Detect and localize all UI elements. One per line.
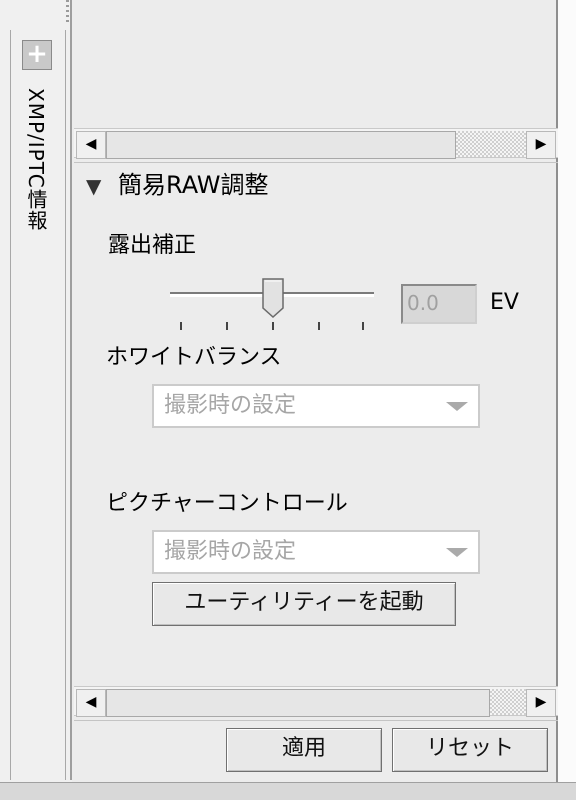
chevron-down-icon[interactable] — [446, 402, 468, 411]
section-divider — [74, 162, 558, 163]
picture-control-selected: 撮影時の設定 — [164, 539, 297, 564]
section-title: 簡易RAW調整 — [118, 171, 269, 199]
slider-tick — [318, 322, 320, 330]
scroll-left-icon[interactable]: ◀ — [76, 689, 106, 717]
side-tab-xmp-iptc[interactable] — [10, 30, 66, 780]
picture-control-select[interactable]: 撮影時の設定 — [152, 530, 480, 574]
scrollbar-track[interactable] — [456, 131, 526, 157]
apply-button[interactable]: 適用 — [226, 728, 382, 772]
slider-tick — [226, 322, 228, 330]
exposure-slider-thumb[interactable] — [262, 278, 284, 318]
splitter-grip[interactable] — [66, 0, 69, 22]
scrollbar-thumb[interactable] — [106, 689, 490, 717]
exposure-label: 露出補正 — [108, 233, 197, 258]
slider-tick — [362, 322, 364, 330]
scroll-right-icon[interactable]: ▶ — [526, 689, 556, 717]
panel-right-edge — [558, 0, 576, 800]
scroll-right-icon[interactable]: ▶ — [526, 131, 556, 159]
chevron-down-icon[interactable] — [446, 548, 468, 557]
slider-tick — [180, 322, 182, 330]
top-horizontal-scrollbar[interactable]: ◀ ▶ — [74, 128, 558, 159]
section-header[interactable]: ▼ 簡易RAW調整 — [86, 168, 486, 204]
footer-divider — [74, 720, 558, 721]
picture-control-label: ピクチャーコントロール — [106, 491, 348, 516]
scrollbar-thumb[interactable] — [106, 131, 456, 159]
expand-icon[interactable]: + — [22, 40, 52, 70]
white-balance-selected: 撮影時の設定 — [164, 393, 297, 418]
exposure-value-field[interactable]: 0.0 — [401, 284, 477, 324]
exposure-unit: EV — [490, 290, 519, 315]
bottom-horizontal-scrollbar[interactable]: ◀ ▶ — [74, 686, 558, 717]
launch-utility-button[interactable]: ユーティリティーを起動 — [152, 582, 456, 626]
collapse-triangle-icon[interactable]: ▼ — [86, 174, 102, 198]
reset-button[interactable]: リセット — [392, 728, 548, 772]
slider-tick — [272, 322, 274, 330]
white-balance-label: ホワイトバランス — [106, 345, 282, 370]
bottom-status-strip — [0, 782, 576, 800]
white-balance-select[interactable]: 撮影時の設定 — [152, 384, 480, 428]
scrollbar-track[interactable] — [490, 689, 526, 715]
side-strip-divider — [70, 0, 72, 780]
scroll-left-icon[interactable]: ◀ — [76, 131, 106, 159]
side-tab-label[interactable]: XMP/IPTC情報 — [24, 88, 48, 231]
